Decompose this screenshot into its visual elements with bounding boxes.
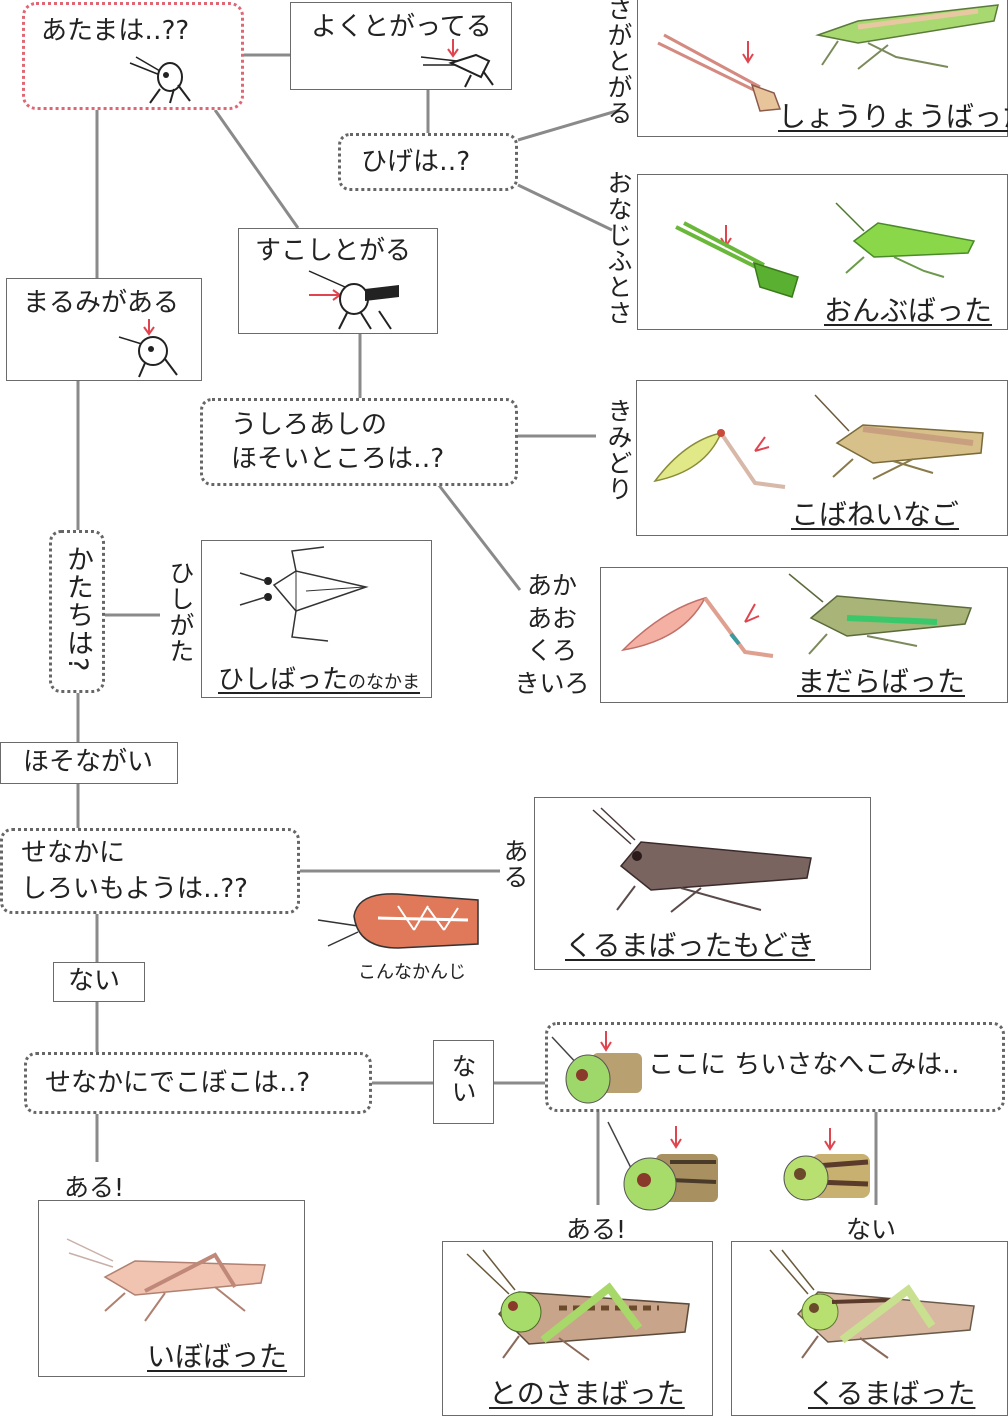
label-dent-present: ある! — [566, 1215, 627, 1244]
pointed-head-text: よくとがってる — [311, 12, 492, 42]
label-color-red: あか — [526, 571, 577, 600]
no-pattern-text: ない — [68, 966, 121, 996]
species-card-shouryou: しょうりょうばった — [637, 0, 1008, 137]
shouryou-body-illustration — [815, 4, 999, 70]
slender-node: ほそながい — [0, 742, 178, 784]
species-card-kurumamodoki: くるまばったもどき — [534, 797, 871, 970]
species-name-hishi-main: ひしばった — [218, 665, 349, 695]
pointed-head-icon — [420, 39, 494, 88]
label-color-black: くろ — [526, 636, 577, 665]
hind-leg-question-line2: ほそいところは‥? — [231, 444, 445, 474]
slightly-pointed-head-icon — [308, 270, 399, 330]
rounded-head-icon — [118, 319, 178, 378]
species-name-madara: まだらばった — [797, 665, 966, 698]
species-name-kobanei: こばねいなご — [791, 498, 960, 531]
head-shape-question: あたまは‥?? — [22, 2, 244, 110]
label-pointed-antenna: さがとがる — [604, 0, 633, 126]
label-color-blue: あお — [526, 603, 577, 633]
ibo-illustration — [66, 1238, 266, 1322]
kobanei-body-illustration — [814, 394, 984, 480]
species-name-tonosama: とのさまばった — [489, 1377, 685, 1410]
species-name-kuruma: くるまばった — [808, 1377, 976, 1410]
shouryou-head-illustration — [657, 33, 782, 112]
onbu-body-illustration — [835, 202, 976, 278]
label-diamond: ひしがた — [166, 560, 195, 664]
species-name-shouryou: しょうりょうばった — [778, 100, 1008, 133]
antenna-question-text: ひげは‥? — [361, 147, 471, 177]
back-pattern-line1: せなかに — [21, 838, 126, 868]
back-pattern-illustration — [317, 893, 479, 949]
species-card-kobanei: こばねいなご — [636, 380, 1008, 536]
kobanei-leg-illustration — [653, 429, 786, 489]
grasshopper-head-closeup-icon — [551, 1031, 642, 1104]
rounded-head-node: まるみがある — [6, 278, 202, 381]
species-name-hishi: ひしばったのなかま — [218, 659, 420, 696]
no-bumps-node: ない — [433, 1040, 494, 1124]
tonosama-head-closeup — [607, 1121, 718, 1211]
hishi-illustration — [239, 546, 369, 642]
head-question-text: あたまは‥?? — [41, 16, 190, 46]
label-colors: あか あお くろ きいろ — [506, 570, 598, 700]
grasshopper-head-icon — [129, 56, 191, 104]
kuruma-illustration — [769, 1249, 975, 1359]
no-bumps-text: ない — [448, 1053, 477, 1105]
madara-body-illustration — [788, 573, 973, 655]
hind-leg-question: うしろあしの ほそいところは‥? — [200, 398, 518, 486]
shape-question: かたちは? — [49, 530, 105, 693]
slightly-pointed-text: すこしとがる — [255, 236, 412, 266]
species-card-madara: まだらばった — [600, 567, 1008, 703]
species-name-ibo: いぼばった — [147, 1340, 288, 1373]
species-card-ibo: いぼばった — [38, 1200, 305, 1377]
species-name-onbu: おんぶばった — [824, 294, 993, 327]
slender-text: ほそながい — [23, 747, 154, 777]
species-card-onbu: おんぶばった — [637, 174, 1008, 330]
label-same-thickness: おなじふとさ — [604, 170, 633, 326]
bumpy-back-question: せなかにでこぼこは‥? — [24, 1052, 372, 1114]
label-like-this: こんなかんじ — [358, 962, 466, 983]
species-card-tonosama: とのさまばった — [442, 1241, 713, 1416]
dent-question: ここに ちいさなへこみは‥ — [545, 1022, 1005, 1112]
species-card-kuruma: くるまばった — [731, 1241, 1008, 1416]
rounded-head-text: まるみがある — [23, 288, 180, 318]
back-pattern-line2: しろいもようは‥?? — [21, 874, 248, 904]
label-bumps-present: ある! — [64, 1173, 125, 1202]
hind-leg-question-line1: うしろあしの — [231, 410, 388, 440]
label-yellow-green: きみどり — [604, 398, 633, 502]
madara-leg-illustration — [620, 596, 774, 658]
kuruma-head-closeup — [783, 1128, 870, 1201]
label-dent-absent: ない — [846, 1215, 897, 1244]
species-name-kurumamodoki: くるまばったもどき — [565, 929, 816, 962]
shape-question-text: かたちは? — [62, 545, 93, 673]
label-color-yellow: きいろ — [514, 668, 590, 698]
bumpy-back-text: せなかにでこぼこは‥? — [45, 1068, 311, 1098]
antenna-question: ひげは‥? — [338, 133, 518, 191]
species-name-hishi-suffix: のなかま — [348, 672, 421, 693]
pointed-head-node: よくとがってる — [290, 2, 512, 90]
species-card-hishi: ひしばったのなかま — [201, 540, 432, 698]
tonosama-illustration — [466, 1249, 690, 1361]
label-present: ある — [500, 838, 529, 890]
back-pattern-question: せなかに しろいもようは‥?? — [0, 828, 300, 914]
kurumamodoki-illustration — [592, 807, 812, 913]
slightly-pointed-node: すこしとがる — [238, 228, 438, 334]
no-pattern-node: ない — [53, 962, 145, 1002]
onbu-head-illustration — [675, 221, 799, 298]
dent-question-text: ここに ちいさなへこみは‥ — [648, 1050, 960, 1080]
